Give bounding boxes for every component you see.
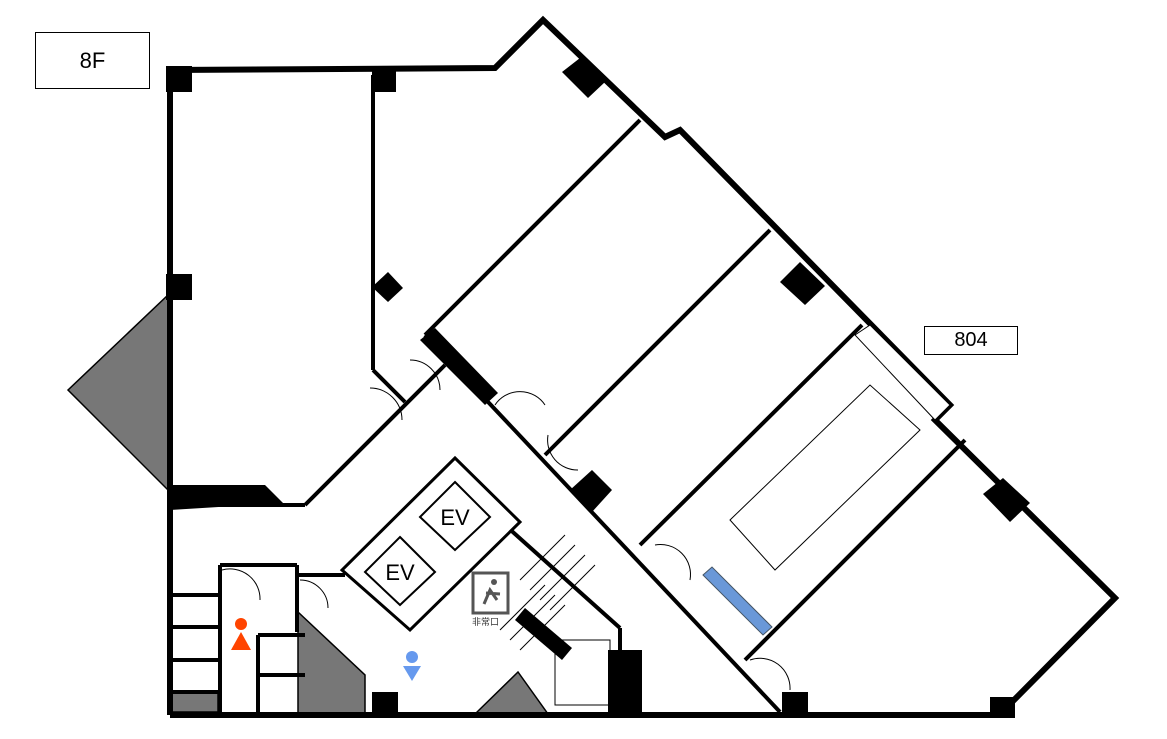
emergency-exit-icon	[471, 571, 510, 615]
female-restroom-icon	[231, 618, 251, 650]
elevator-1-label: EV	[440, 505, 470, 530]
inner-walls	[170, 75, 967, 715]
shafts	[66, 293, 550, 715]
elevator-core	[339, 455, 523, 633]
stairs	[499, 534, 611, 706]
screen	[702, 566, 773, 636]
floor-label: 8F	[35, 32, 150, 89]
columns	[166, 58, 1030, 717]
meeting-table	[729, 324, 951, 571]
male-restroom-icon	[403, 651, 421, 681]
room-label-804[interactable]: 804	[924, 326, 1018, 355]
outer-walls	[167, 15, 1120, 718]
doors	[221, 359, 791, 691]
elevator-2-label: EV	[385, 560, 415, 585]
emergency-exit-label: 非常口	[472, 616, 499, 627]
